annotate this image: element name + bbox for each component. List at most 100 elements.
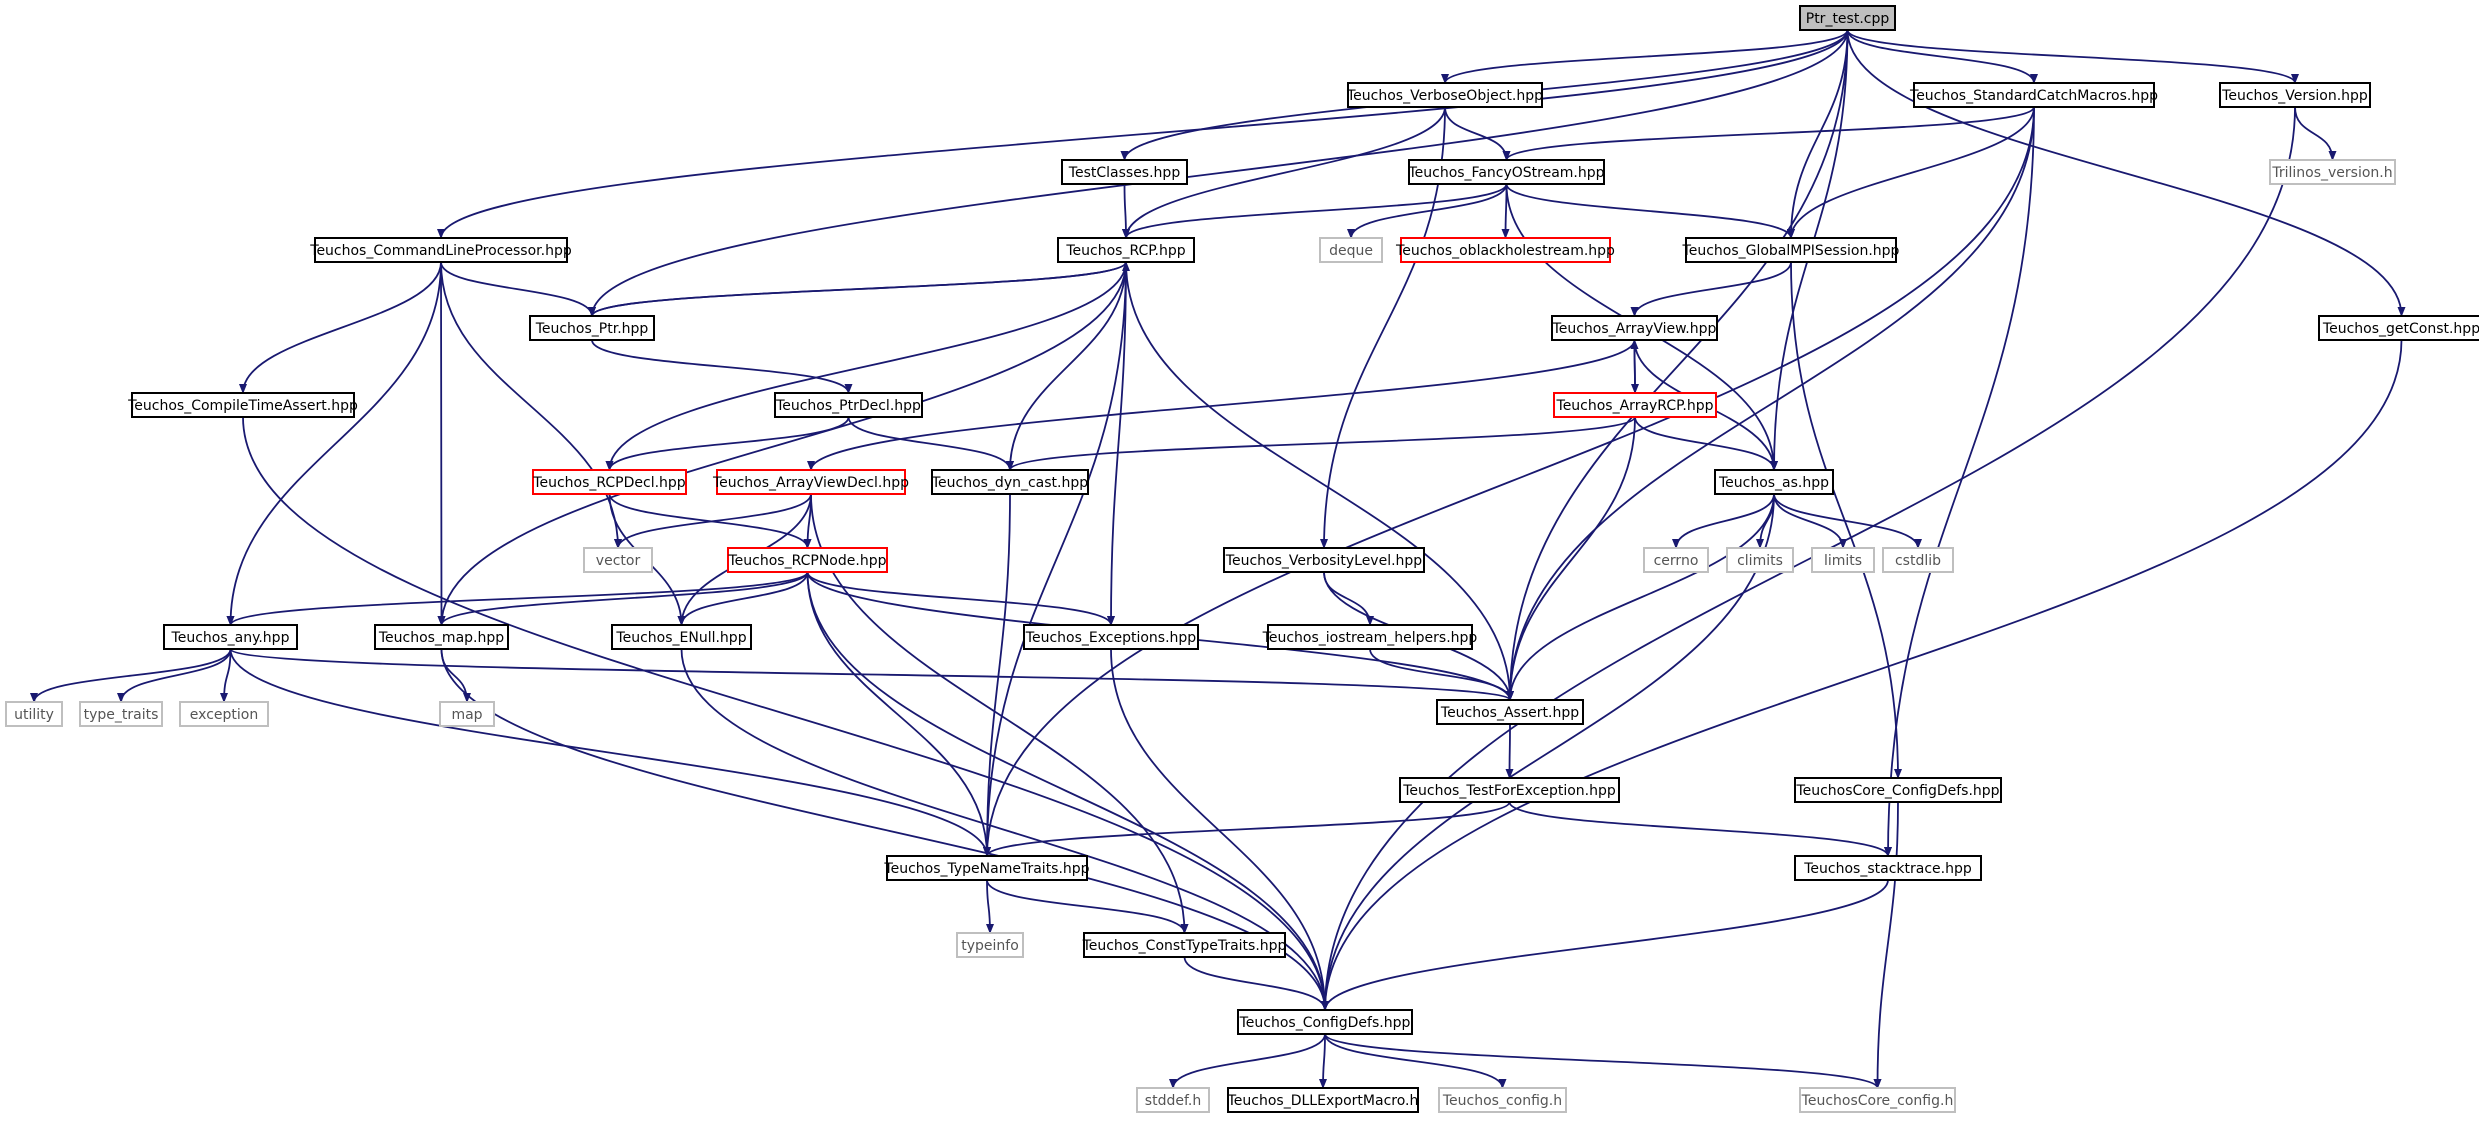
node-verboseobject[interactable]: Teuchos_VerboseObject.hpp	[1346, 82, 1543, 108]
edge-arrow	[1787, 29, 1849, 239]
node-box	[2318, 315, 2479, 341]
node-box	[2219, 82, 2371, 108]
node-label: utility	[14, 707, 54, 723]
edge-arrow	[1787, 106, 2035, 239]
node-oblackhole[interactable]: Teuchos_oblackholestream.hpp	[1395, 237, 1615, 263]
edge-fancyostream-to-deque	[1347, 183, 1508, 239]
node-label: Teuchos_ConfigDefs.hpp	[1239, 1015, 1411, 1031]
node-label: exception	[190, 707, 258, 723]
node-rcpnode[interactable]: Teuchos_RCPNode.hpp	[727, 547, 888, 573]
node-limits: limits	[1811, 547, 1875, 573]
node-globalmpi[interactable]: Teuchos_GlobalMPISession.hpp	[1682, 237, 1900, 263]
edge-as-to-limits	[1773, 493, 1847, 549]
node-exceptions[interactable]: Teuchos_Exceptions.hpp	[1023, 624, 1199, 650]
node-label: Teuchos_CommandLineProcessor.hpp	[309, 243, 572, 259]
node-box	[1794, 855, 1982, 881]
edge-arrow	[1846, 29, 2038, 84]
node-verbositylevel[interactable]: Teuchos_VerbosityLevel.hpp	[1223, 547, 1425, 573]
node-stacktrace[interactable]: Teuchos_stacktrace.hpp	[1794, 855, 1982, 881]
node-ptr[interactable]: Teuchos_Ptr.hpp	[529, 315, 655, 341]
edge-arrow	[1630, 339, 1639, 394]
node-stdcatch[interactable]: Teuchos_StandardCatchMacros.hpp	[1909, 82, 2158, 108]
node-map[interactable]: Teuchos_map.hpp	[374, 624, 509, 650]
edge-rcpnode-to-exceptions	[806, 571, 1115, 626]
node-label: Teuchos_oblackholestream.hpp	[1395, 243, 1615, 259]
edge-map-to-mapstd	[440, 648, 471, 703]
edge-root-to-globalmpi	[1787, 29, 1849, 239]
node-any[interactable]: Teuchos_any.hpp	[163, 624, 298, 650]
node-label: Teuchos_StandardCatchMacros.hpp	[1909, 88, 2158, 104]
edge-arrow	[1873, 801, 1899, 1089]
edge-arrow	[986, 879, 1189, 934]
node-box	[1553, 392, 1717, 418]
node-label: Teuchos_FancyOStream.hpp	[1407, 165, 1604, 181]
node-clp[interactable]: Teuchos_CommandLineProcessor.hpp	[309, 237, 572, 263]
edge-arrow	[1630, 261, 1792, 317]
node-getconst[interactable]: Teuchos_getConst.hpp	[2318, 315, 2479, 341]
node-arrayview[interactable]: Teuchos_ArrayView.hpp	[1551, 315, 1718, 341]
node-assert[interactable]: Teuchos_Assert.hpp	[1436, 699, 1584, 725]
node-fancyostream[interactable]: Teuchos_FancyOStream.hpp	[1407, 159, 1605, 185]
node-enull[interactable]: Teuchos_ENull.hpp	[611, 624, 752, 650]
node-arrayrcp[interactable]: Teuchos_ArrayRCP.hpp	[1553, 392, 1717, 418]
node-iostreamhelpers[interactable]: Teuchos_iostream_helpers.hpp	[1262, 624, 1478, 650]
node-box	[727, 547, 888, 573]
node-as[interactable]: Teuchos_as.hpp	[1714, 469, 1834, 495]
node-mapstd: map	[439, 701, 495, 727]
edge-rcpnode-to-any	[226, 571, 809, 626]
edge-rcp-to-typenametraits	[983, 261, 1127, 857]
edge-arrow	[1006, 416, 1636, 471]
node-box	[1319, 237, 1383, 263]
edge-arrow	[1321, 879, 1889, 1011]
node-label: Teuchos_config.h	[1442, 1093, 1562, 1109]
edge-arrow	[680, 648, 1329, 1011]
edge-as-to-cstdlib	[1773, 493, 1922, 549]
node-label: Teuchos_iostream_helpers.hpp	[1262, 630, 1478, 646]
node-box	[79, 701, 163, 727]
edge-arrow	[1169, 1033, 1326, 1089]
edge-enull-to-configdefs	[680, 648, 1329, 1011]
node-box	[179, 701, 269, 727]
edge-arrow	[1502, 106, 2035, 161]
node-trilinosver: Trilinos_version.h	[2269, 159, 2396, 185]
node-label: Teuchos_DLLExportMacro.h	[1227, 1093, 1419, 1109]
node-dllexport[interactable]: Teuchos_DLLExportMacro.h	[1227, 1087, 1419, 1113]
edge-verbositylevel-to-iostreamhelpers	[1323, 571, 1374, 626]
edge-arrow	[1505, 723, 1514, 779]
node-testclasses[interactable]: TestClasses.hpp	[1061, 159, 1188, 185]
edge-rcp-to-dyncast	[1006, 261, 1127, 471]
edge-any-to-assert	[229, 648, 1514, 701]
edge-arrow	[440, 261, 596, 317]
node-box	[956, 932, 1024, 958]
node-ptrdecl[interactable]: Teuchos_PtrDecl.hpp	[774, 392, 923, 418]
node-version[interactable]: Teuchos_Version.hpp	[2219, 82, 2371, 108]
node-root[interactable]: Ptr_test.cpp	[1799, 5, 1896, 31]
edge-arrow	[437, 571, 809, 626]
edge-arrayrcp-to-as	[1634, 416, 1778, 471]
edge-arrow	[1773, 493, 1847, 549]
node-box	[1083, 932, 1286, 958]
node-arrayviewdecl[interactable]: Teuchos_ArrayViewDecl.hpp	[712, 469, 909, 495]
node-configdefs[interactable]: Teuchos_ConfigDefs.hpp	[1237, 1009, 1413, 1035]
node-typenametraits[interactable]: Teuchos_TypeNameTraits.hpp	[883, 855, 1090, 881]
node-dyncast[interactable]: Teuchos_dyn_cast.hpp	[931, 469, 1089, 495]
edge-arrow	[437, 261, 1127, 626]
node-label: Teuchos_any.hpp	[171, 630, 290, 646]
node-testforexc[interactable]: Teuchos_TestForException.hpp	[1399, 777, 1620, 803]
node-box	[1061, 159, 1188, 185]
node-label: map	[451, 707, 482, 723]
node-rcpdecl[interactable]: Teuchos_RCPDecl.hpp	[532, 469, 687, 495]
edge-arrow	[1441, 29, 1849, 84]
edge-arrow	[983, 801, 1511, 857]
node-compiletime[interactable]: Teuchos_CompileTimeAssert.hpp	[127, 392, 358, 418]
node-box	[314, 237, 568, 263]
node-box	[1023, 624, 1199, 650]
node-coreconfigdefs[interactable]: TeuchosCore_ConfigDefs.hpp	[1794, 777, 2002, 803]
node-box	[2269, 159, 2396, 185]
edge-arrow	[1506, 106, 2035, 701]
node-consttypetraits[interactable]: Teuchos_ConstTypeTraits.hpp	[1082, 932, 1287, 958]
node-label: Teuchos_stacktrace.hpp	[1803, 861, 1972, 877]
node-rcp[interactable]: Teuchos_RCP.hpp	[1057, 237, 1195, 263]
edge-arrayrcp-to-assert	[1506, 416, 1636, 701]
node-label: Teuchos_VerboseObject.hpp	[1346, 88, 1543, 104]
